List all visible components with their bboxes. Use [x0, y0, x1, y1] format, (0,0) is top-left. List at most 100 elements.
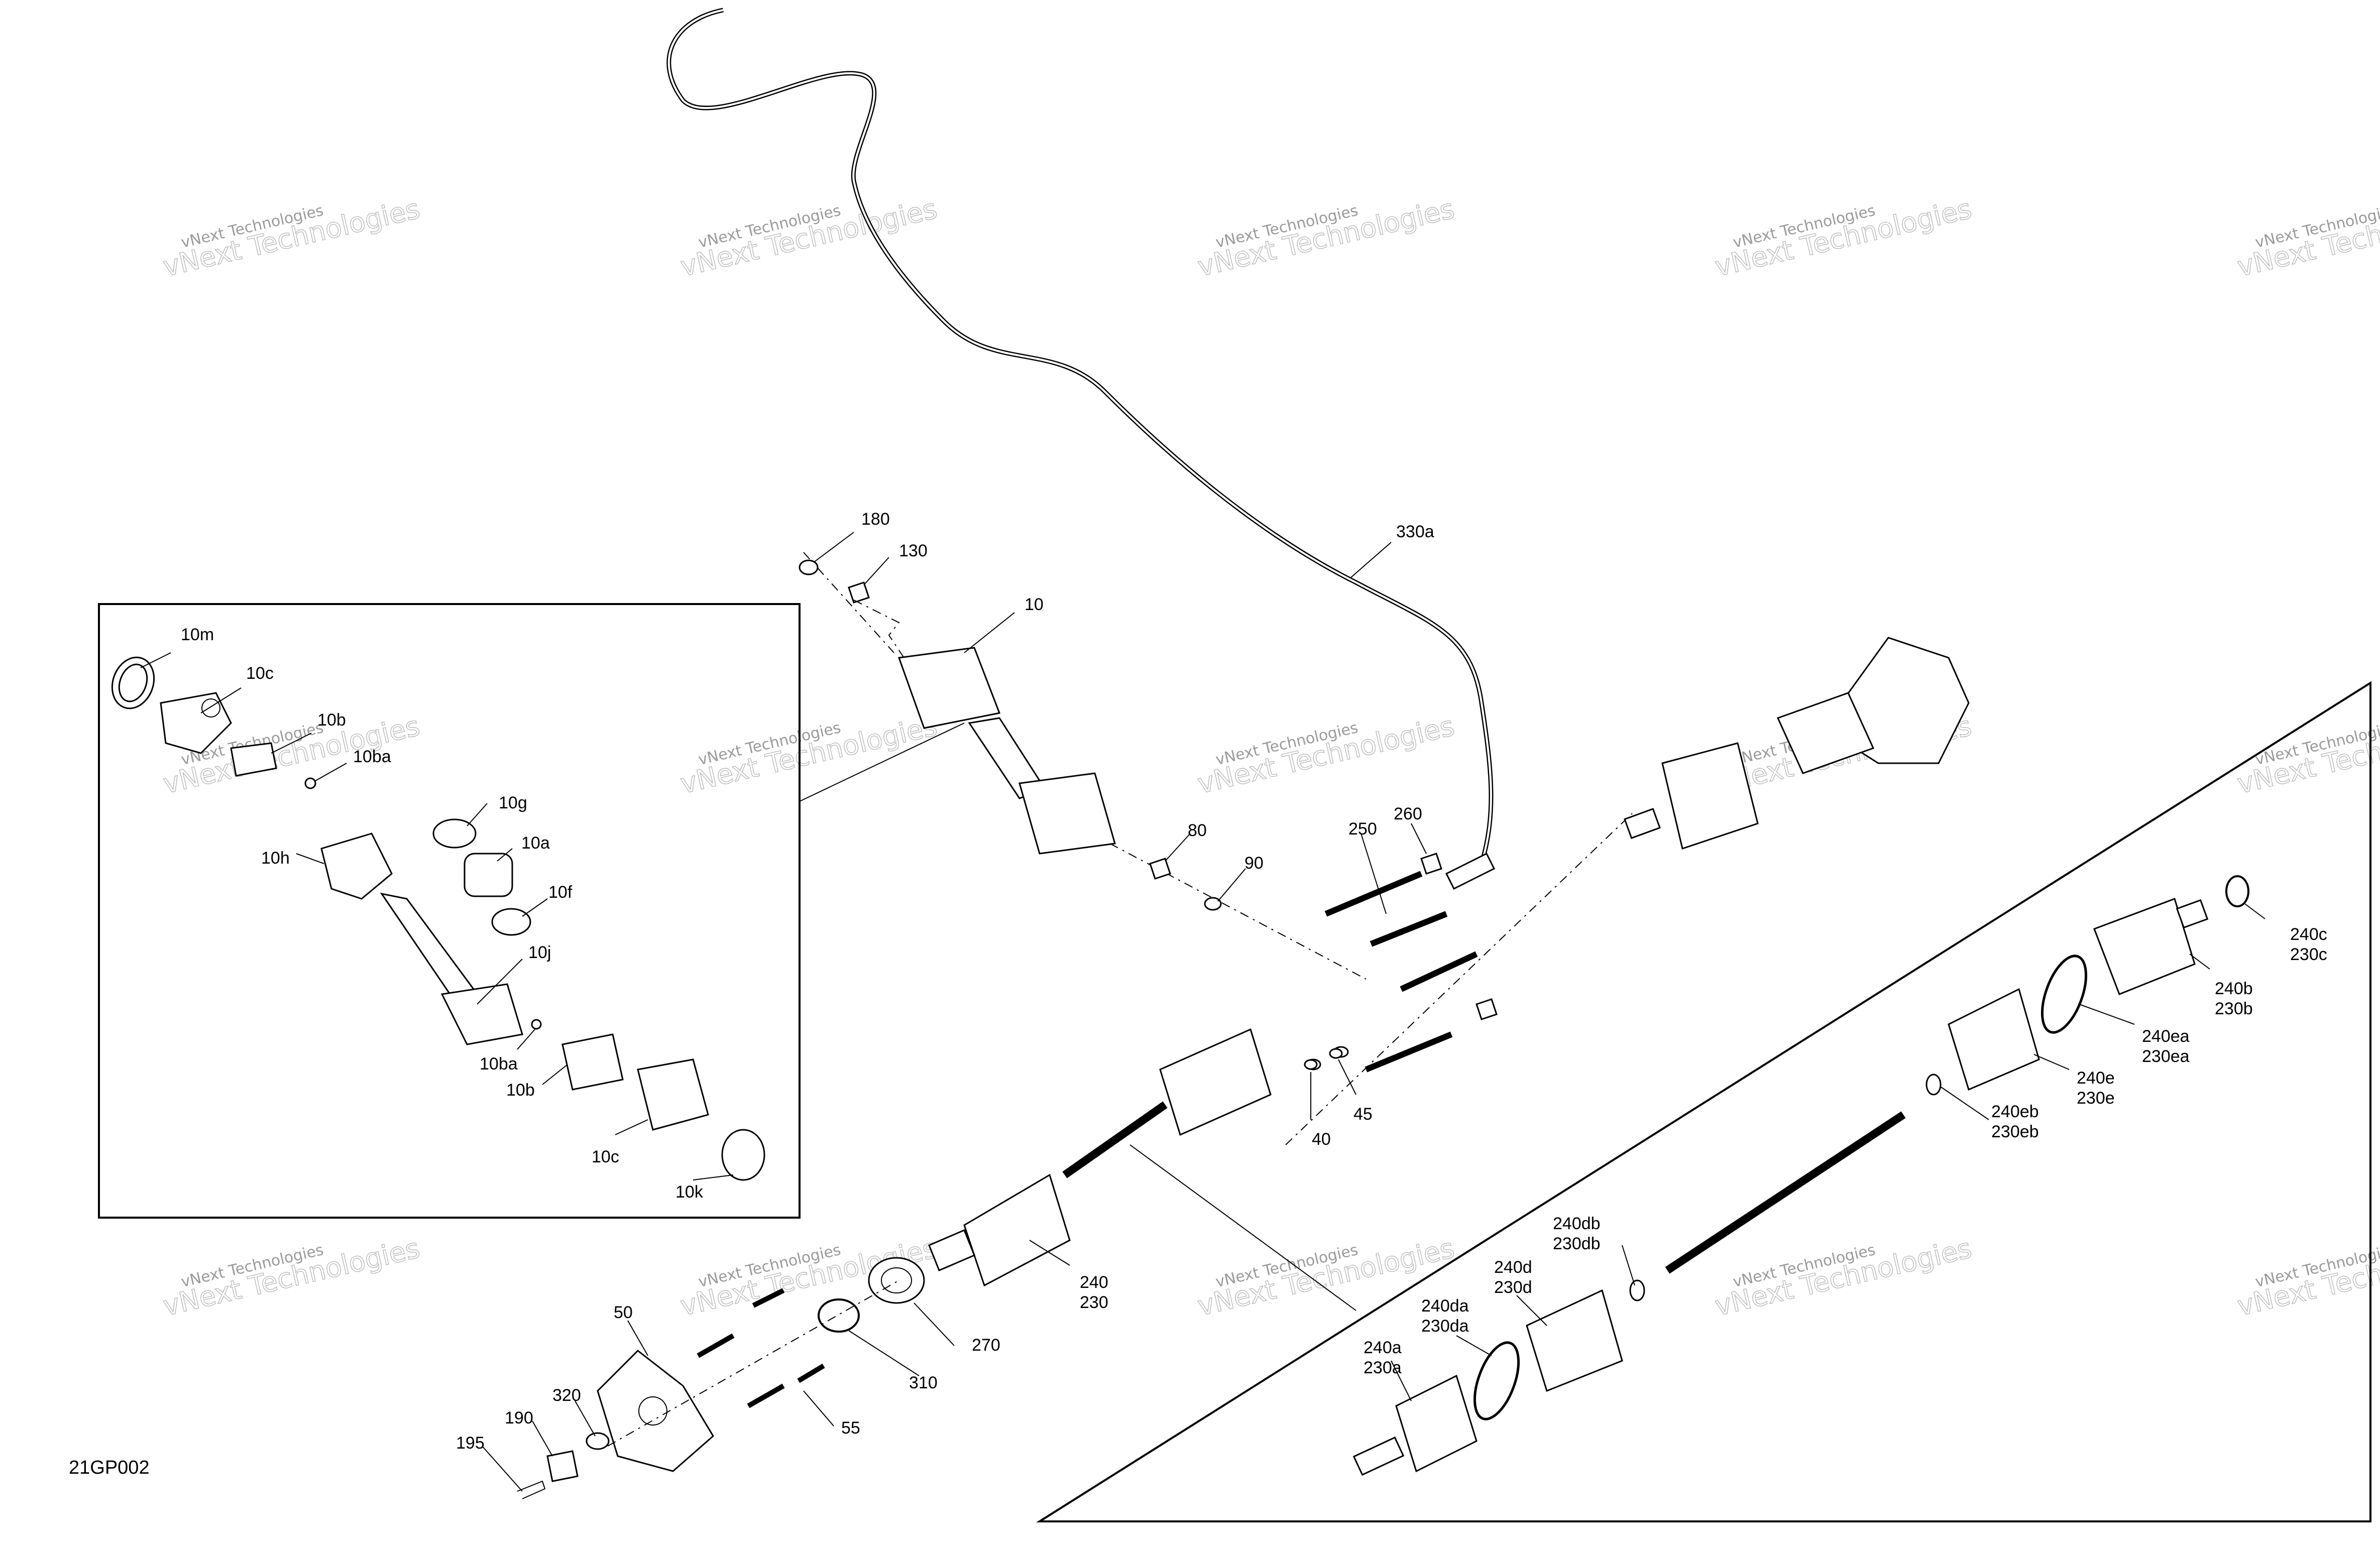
nut-icon[interactable] — [1420, 853, 1442, 875]
washer-icon[interactable] — [799, 559, 819, 575]
diagram-code: 21GP002 — [69, 1457, 150, 1478]
callout-10b-bot: 10b — [506, 1081, 535, 1100]
exploded-axle-parts — [1352, 875, 2249, 1476]
bolt-icon[interactable] — [848, 581, 870, 604]
callout-230: 230 — [1080, 1293, 1108, 1312]
yoke-shaft-icon[interactable] — [320, 833, 393, 900]
callout-50: 50 — [614, 1303, 633, 1322]
callout-250: 250 — [1348, 819, 1377, 839]
cv-joint-icon[interactable] — [2093, 898, 2196, 995]
callout-130: 130 — [899, 541, 928, 560]
callout-230d: 230d — [1494, 1278, 1532, 1297]
callout-190: 190 — [505, 1408, 533, 1428]
callout-40: 40 — [1312, 1130, 1331, 1149]
bearing-icon[interactable] — [868, 1257, 925, 1304]
callout-230eb: 230eb — [1991, 1122, 2039, 1141]
callout-240c: 240c — [2290, 925, 2327, 944]
yoke-icon[interactable] — [637, 1058, 709, 1131]
circlip-icon[interactable] — [818, 1298, 860, 1333]
callout-230a: 230a — [1364, 1358, 1402, 1377]
callout-230c: 230c — [2290, 945, 2327, 964]
long-bolt-icon[interactable] — [1370, 911, 1448, 947]
detail-inset-box — [98, 603, 965, 1219]
nut-icon[interactable] — [1304, 1059, 1318, 1070]
axle-shaft-icon[interactable] — [1665, 1111, 1906, 1274]
callout-45: 45 — [1353, 1105, 1373, 1124]
callout-260: 260 — [1394, 804, 1422, 823]
callout-10k: 10k — [675, 1182, 704, 1202]
washer-icon[interactable] — [1204, 897, 1222, 911]
exploded-axle-panel — [1036, 681, 2371, 1522]
callout-10g: 10g — [499, 793, 527, 812]
callout-10: 10 — [1025, 595, 1044, 614]
long-bolt-icon[interactable] — [1324, 871, 1423, 917]
callout-10f: 10f — [548, 883, 573, 902]
stud-icon[interactable] — [697, 1333, 735, 1358]
inset-parts — [111, 656, 765, 1181]
hose-clip-icon — [1445, 852, 1496, 890]
callout-240db: 240db — [1553, 1214, 1601, 1233]
watermark-group: vNext Technologies vNext Technologies vN… — [160, 192, 2380, 1322]
universal-cross-icon[interactable] — [561, 1033, 624, 1091]
long-bolt-icon[interactable] — [1365, 1031, 1453, 1073]
callout-240ea: 240ea — [2142, 1027, 2190, 1046]
callout-10ba-top: 10ba — [353, 747, 391, 766]
callout-10m: 10m — [181, 625, 214, 644]
callout-240eb: 240eb — [1991, 1102, 2039, 1121]
callout-labels: 180 130 10 330a 80 90 250 260 40 45 240 … — [181, 510, 2327, 1453]
callout-230ea: 230ea — [2142, 1047, 2190, 1066]
grease-fitting-icon[interactable] — [531, 1019, 542, 1030]
callout-320: 320 — [552, 1386, 581, 1405]
snap-ring-icon[interactable] — [2225, 875, 2249, 907]
long-bolt-icon[interactable] — [1400, 951, 1478, 992]
washer-icon[interactable] — [1329, 1048, 1343, 1059]
callout-10b-top: 10b — [317, 710, 346, 730]
washer-icon[interactable] — [586, 1432, 610, 1450]
cv-boot-icon[interactable] — [1526, 1289, 1623, 1392]
grease-fitting-icon[interactable] — [304, 777, 316, 789]
nut-icon[interactable] — [1476, 998, 1498, 1020]
stud-icon[interactable] — [747, 1383, 785, 1408]
callout-310: 310 — [909, 1373, 938, 1392]
small-clamp-icon[interactable] — [1925, 1074, 1942, 1096]
callout-240d: 240d — [1494, 1258, 1532, 1277]
yoke-icon[interactable] — [160, 692, 232, 754]
callout-55: 55 — [841, 1418, 860, 1438]
differential-assembly[interactable] — [1624, 637, 1970, 850]
nut-icon[interactable] — [1149, 858, 1171, 880]
universal-cross-icon[interactable] — [230, 742, 277, 777]
boot-icon[interactable] — [464, 853, 513, 897]
callout-240a: 240a — [1364, 1338, 1402, 1357]
callout-90: 90 — [1244, 854, 1264, 873]
cotter-pin-icon[interactable] — [517, 1480, 546, 1499]
callout-240b: 240b — [2215, 979, 2253, 998]
sleeve-icon[interactable] — [721, 1129, 765, 1181]
small-clamp-icon[interactable] — [1629, 1279, 1645, 1301]
callout-240e: 240e — [2077, 1069, 2115, 1088]
callout-10h: 10h — [261, 849, 290, 868]
slip-yoke-icon[interactable] — [440, 983, 523, 1045]
callout-270: 270 — [972, 1336, 1000, 1355]
callout-240da: 240da — [1421, 1296, 1469, 1316]
stud-icon[interactable] — [797, 1363, 825, 1383]
callout-10c-bot: 10c — [592, 1147, 619, 1166]
drive-axle-assembly[interactable] — [818, 1028, 1343, 1333]
callout-230db: 230db — [1553, 1234, 1601, 1253]
callout-240: 240 — [1080, 1273, 1108, 1292]
stud-icon[interactable] — [752, 1288, 785, 1308]
callout-10j: 10j — [528, 943, 551, 962]
boot-clamp-icon[interactable] — [2033, 951, 2095, 1038]
cv-joint-icon[interactable] — [1395, 1374, 1478, 1473]
callout-10a: 10a — [521, 834, 550, 853]
clamp-small-icon[interactable] — [491, 908, 531, 936]
boot-clamp-icon[interactable] — [1466, 1337, 1527, 1425]
wheel-hub[interactable] — [517, 1280, 899, 1499]
castle-nut-icon[interactable] — [546, 1450, 579, 1482]
clamp-icon[interactable] — [432, 818, 477, 849]
callout-10ba-bot: 10ba — [480, 1054, 518, 1074]
breather-hose[interactable] — [666, 8, 1496, 890]
callout-230da: 230da — [1421, 1317, 1469, 1336]
callout-10c-top: 10c — [246, 664, 274, 683]
cv-boot-icon[interactable] — [1948, 988, 2040, 1091]
callout-230e: 230e — [2077, 1089, 2115, 1108]
